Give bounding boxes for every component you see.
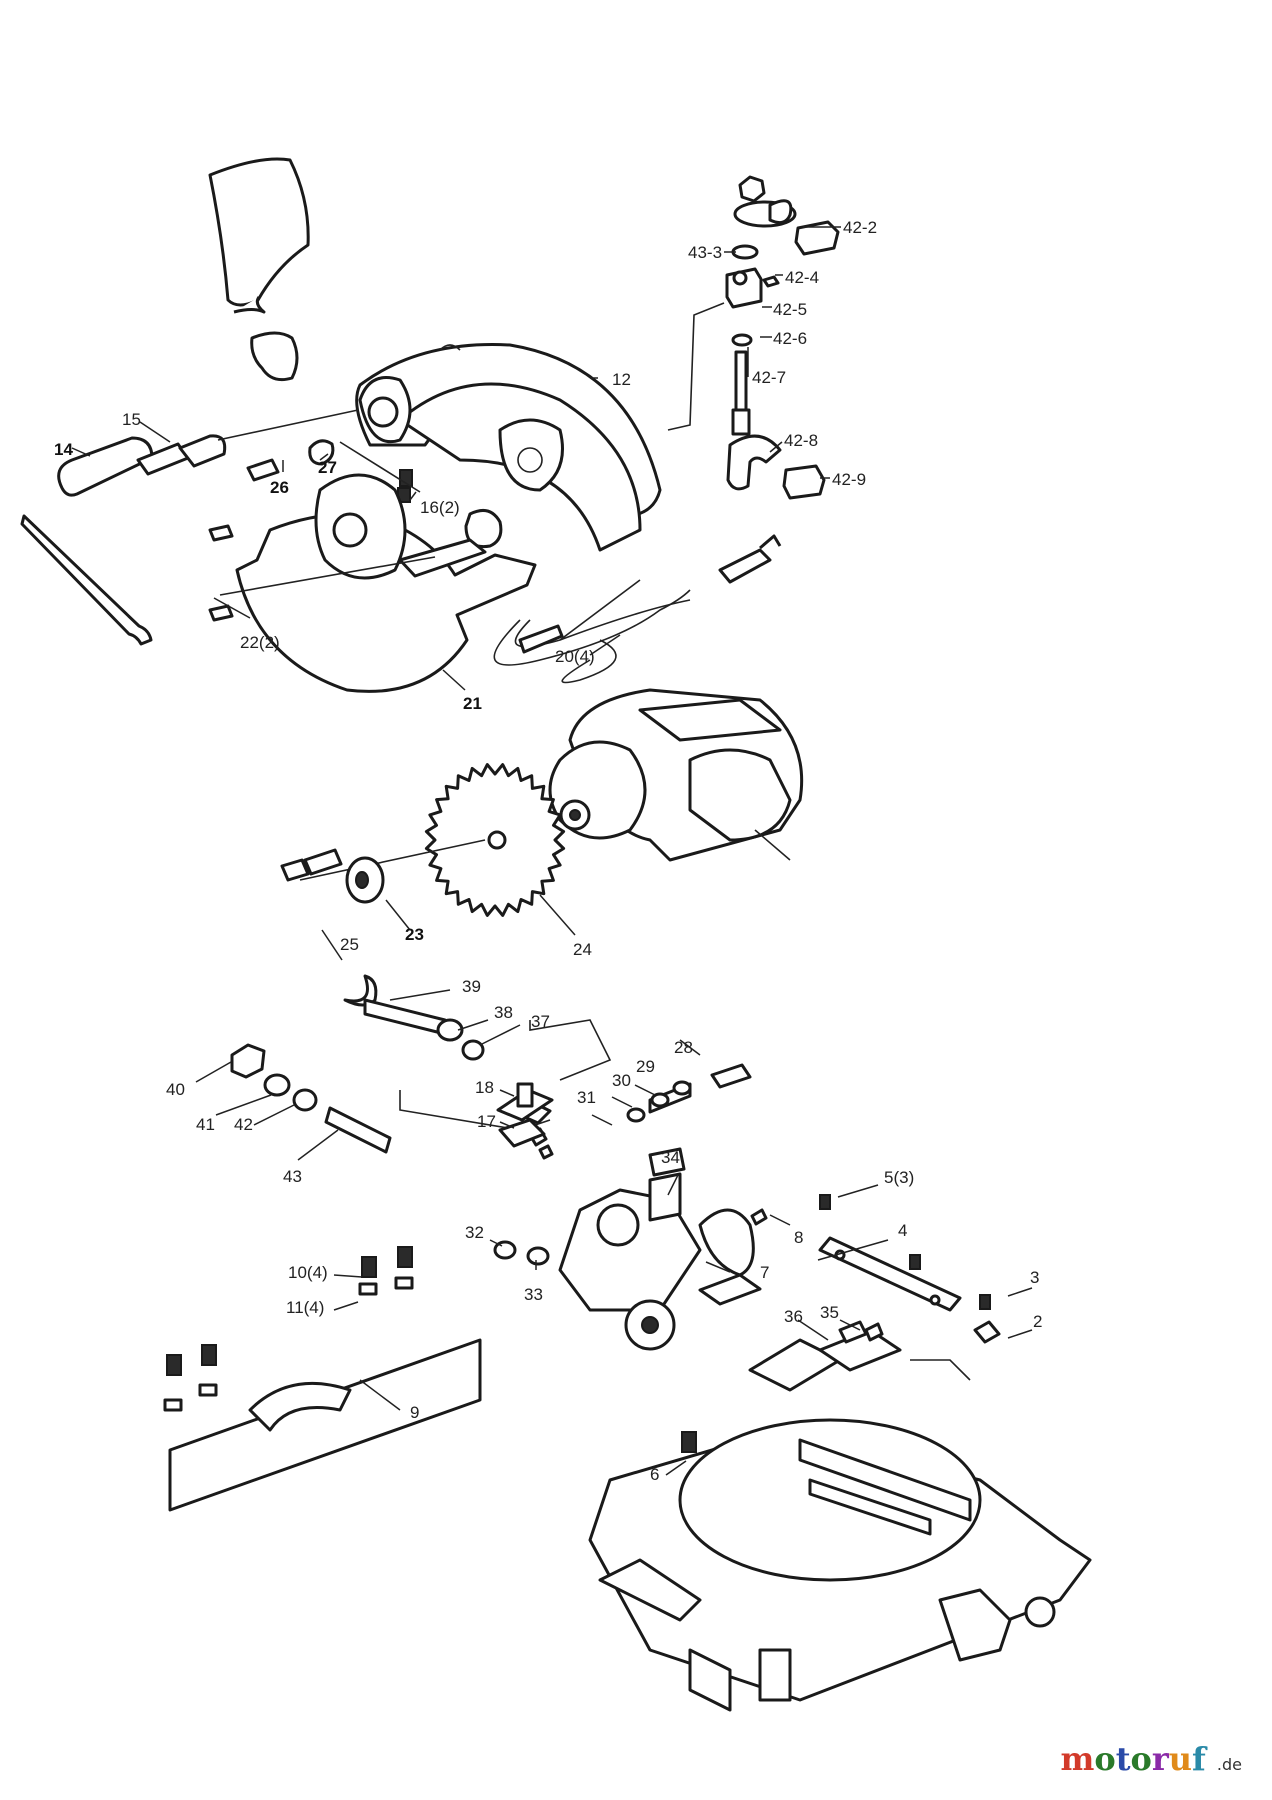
label-3: 3 [1030, 1268, 1039, 1287]
label-12: 12 [612, 370, 631, 389]
label-16: 16(2) [420, 498, 460, 517]
label-30: 30 [612, 1071, 631, 1090]
label-35: 35 [820, 1303, 839, 1322]
label-23: 23 [405, 925, 424, 944]
label-11: 11(4) [286, 1298, 324, 1317]
label-42-4: 42-4 [785, 268, 819, 287]
label-34: 34 [661, 1148, 680, 1167]
motor-housing [548, 688, 804, 862]
label-9: 9 [410, 1403, 419, 1422]
label-41: 41 [196, 1115, 215, 1134]
label-42-2: 42-2 [843, 218, 877, 237]
saw-blade [299, 763, 566, 917]
watermark-name: motoruf [1060, 1740, 1206, 1778]
fence-plate [818, 1194, 1001, 1344]
handle-assembly [20, 409, 359, 646]
label-42-9: 42-9 [832, 470, 866, 489]
fence [163, 1246, 482, 1512]
label-8: 8 [794, 1228, 803, 1247]
label-31: 31 [577, 1088, 596, 1107]
misc-fasteners [493, 1208, 884, 1453]
label-29: 29 [636, 1057, 655, 1076]
motoruf-watermark: motoruf .de [1061, 1740, 1242, 1778]
label-42: 42 [234, 1115, 253, 1134]
label-38: 38 [494, 1003, 513, 1022]
label-5: 5(3) [884, 1168, 914, 1187]
callout-leaders [71, 226, 1033, 1476]
label-42-8: 42-8 [784, 431, 818, 450]
label-42-6: 42-6 [773, 329, 807, 348]
label-24: 24 [573, 940, 592, 959]
label-7: 7 [760, 1263, 769, 1282]
label-43-3: 43-3 [688, 243, 722, 262]
dust-bag [208, 157, 310, 382]
callout-labels: 42-2 43-3 42-4 42-5 42-6 42-7 42-8 42-9 … [54, 218, 1042, 1484]
label-22: 22(2) [240, 633, 280, 652]
label-10: 10(4) [288, 1263, 328, 1282]
power-cord [493, 534, 782, 684]
arbor-bolt-flange [280, 848, 385, 904]
upper-blade-guard [355, 343, 662, 552]
label-32: 32 [465, 1223, 484, 1242]
saw-base [588, 1328, 1092, 1712]
label-36: 36 [784, 1307, 803, 1326]
guard-fasteners [208, 439, 503, 622]
label-20: 20(4) [555, 647, 595, 666]
label-17: 17 [477, 1112, 496, 1131]
label-15: 15 [122, 410, 141, 429]
label-14: 14 [54, 440, 73, 459]
label-21: 21 [463, 694, 482, 713]
label-26: 26 [270, 478, 289, 497]
watermark-tld: .de [1216, 1755, 1242, 1774]
label-6: 6 [650, 1465, 659, 1484]
label-42-5: 42-5 [773, 300, 807, 319]
label-18: 18 [475, 1078, 494, 1097]
label-37: 37 [531, 1012, 550, 1031]
label-33: 33 [524, 1285, 543, 1304]
label-42-7: 42-7 [752, 368, 786, 387]
lever-assembly [667, 175, 840, 500]
label-4: 4 [898, 1221, 907, 1240]
pivot-arm [399, 1019, 762, 1351]
label-39: 39 [462, 977, 481, 996]
label-43: 43 [283, 1167, 302, 1186]
label-28: 28 [674, 1038, 693, 1057]
label-2: 2 [1033, 1312, 1042, 1331]
lower-blade-guard [219, 473, 537, 693]
label-25: 25 [340, 935, 359, 954]
label-40: 40 [166, 1080, 185, 1099]
bevel-knob-assembly [230, 974, 485, 1154]
label-27: 27 [318, 458, 337, 477]
